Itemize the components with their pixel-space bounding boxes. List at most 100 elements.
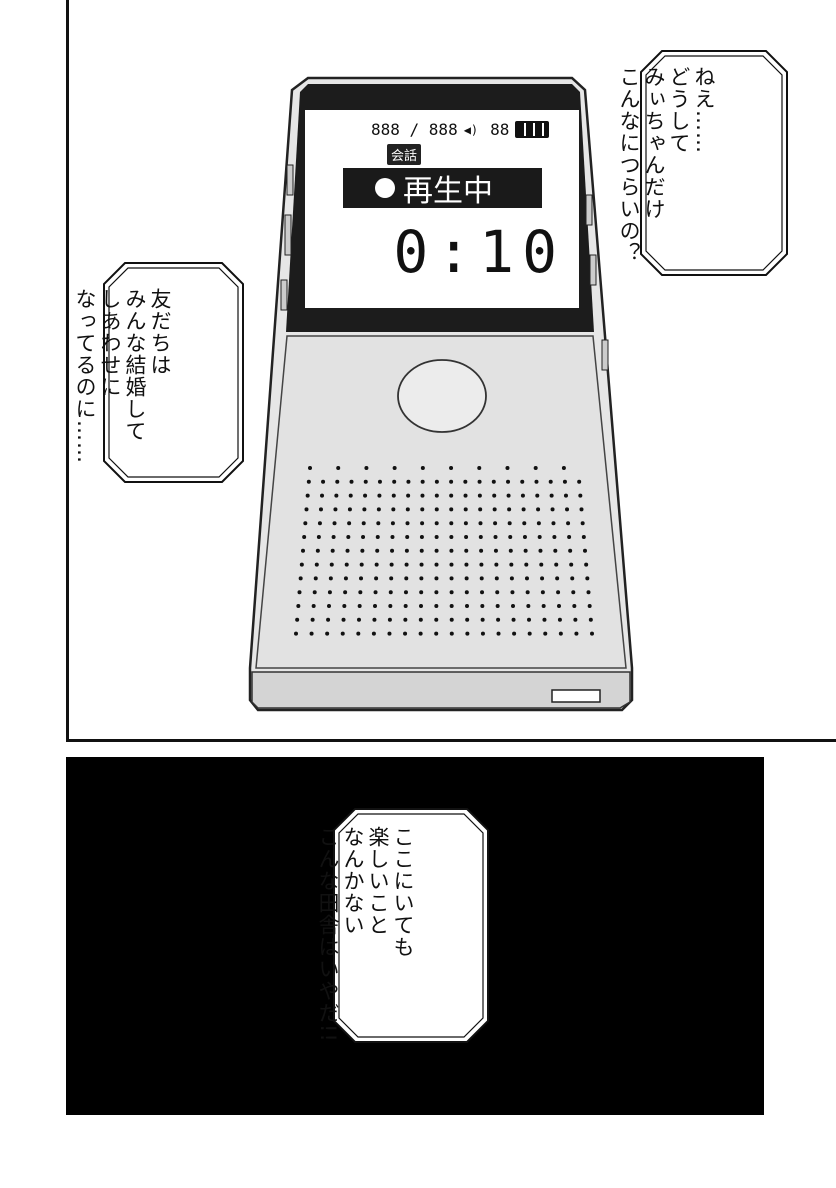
speaker-hole <box>313 576 318 581</box>
speaker-hole <box>316 535 321 539</box>
speaker-hole <box>356 617 361 622</box>
speaker-hole <box>548 479 553 484</box>
speaker-hole <box>308 466 312 470</box>
speaker-hole <box>554 562 559 567</box>
screen-content: 888 / 888 ◀) 88 会話 再生中 0:10 <box>305 110 579 308</box>
speaker-hole <box>449 479 454 484</box>
speaker-hole <box>511 604 515 608</box>
speaker-hole <box>492 507 497 512</box>
speaker-hole <box>357 604 362 608</box>
speaker-hole <box>558 631 563 636</box>
speaker-hole <box>563 493 568 498</box>
speaker-hole <box>419 604 423 608</box>
speaker-hole <box>373 590 378 595</box>
speaker-hole <box>463 479 468 484</box>
speaker-hole <box>392 466 397 470</box>
speaker-hole <box>493 548 498 553</box>
speaker-hole <box>332 521 337 526</box>
speaker-hole <box>371 631 376 636</box>
speaker-hole <box>567 535 572 539</box>
speaker-hole <box>449 521 454 526</box>
speaker-hole <box>540 590 545 595</box>
side-button <box>589 254 597 286</box>
speaker-hole <box>494 562 499 567</box>
speaker-hole <box>584 562 589 567</box>
speaker-hole <box>419 576 424 581</box>
speaker-hole <box>390 548 395 553</box>
speaker-hole <box>520 493 525 498</box>
speaker-hole <box>347 521 352 526</box>
panel-1-bottom-border <box>66 739 836 742</box>
usb-port <box>551 689 601 703</box>
battery-icon <box>515 121 550 138</box>
speaker-hole <box>464 535 469 539</box>
speaker-hole <box>420 507 425 512</box>
speaker-hole <box>359 562 364 567</box>
speaker-hole <box>508 548 513 553</box>
speaker-hole <box>536 507 541 512</box>
mode-badge: 会話 <box>387 144 422 165</box>
speaker-hole <box>579 507 584 512</box>
speaker-hole <box>389 562 394 567</box>
speaker-hole <box>376 507 381 512</box>
speaker-hole <box>356 631 361 636</box>
speaker-hole <box>361 521 366 526</box>
speaker-hole <box>478 521 483 526</box>
speaker-hole <box>335 479 340 484</box>
speaker-hole <box>391 507 396 512</box>
speaker-hole <box>496 631 501 636</box>
speaker-hole <box>327 590 332 595</box>
speaker-hole <box>406 479 411 484</box>
screen <box>305 110 579 308</box>
speaker-hole <box>403 590 408 595</box>
speaker-hole <box>572 604 577 608</box>
speaker-hole <box>363 493 368 498</box>
speaker-hole <box>434 590 439 595</box>
speaker-hole <box>310 617 315 622</box>
speaker-hole <box>329 562 334 567</box>
center-button <box>397 359 487 433</box>
speaker-hole <box>538 548 543 553</box>
speaker-hole <box>434 507 439 512</box>
speaker-hole <box>434 576 439 581</box>
speaker-hole <box>373 604 377 608</box>
speaker-hole <box>449 507 454 512</box>
speaker-hole <box>493 521 498 526</box>
bubble-line: 楽しいこと <box>366 826 390 936</box>
speaker-hole <box>494 576 499 581</box>
speaker-hole <box>449 493 454 498</box>
speaker-grille <box>294 466 594 636</box>
speaker-hole <box>346 535 351 539</box>
speaker-hole <box>317 521 322 526</box>
speaker-hole <box>449 562 454 567</box>
speaker-hole <box>449 466 454 470</box>
bubble-line: ここにいても <box>391 826 415 958</box>
bubble-line: しあわせに <box>98 288 122 398</box>
speaker-hole <box>297 590 302 595</box>
speaker-hole <box>479 562 484 567</box>
speaker-hole <box>542 617 547 622</box>
speaker-hole <box>527 617 532 622</box>
speaker-hole <box>360 548 365 553</box>
speaker-hole <box>312 590 317 595</box>
speaker-hole <box>537 535 542 539</box>
speaker-hole <box>434 535 439 539</box>
speaker-hole <box>577 479 582 484</box>
speaker-hole <box>491 479 496 484</box>
speaker-hole <box>571 590 576 595</box>
bubble-line: みんな結婚して <box>123 288 147 442</box>
speaker-hole <box>573 617 578 622</box>
speaker-hole <box>375 548 380 553</box>
speaker-hole <box>406 493 411 498</box>
voice-recorder-device <box>248 76 634 712</box>
speaker-hole <box>325 631 330 636</box>
speaker-hole <box>320 493 325 498</box>
speaker-hole <box>521 507 526 512</box>
speaker-hole <box>419 590 424 595</box>
speaker-hole <box>403 631 408 636</box>
side-button <box>585 194 593 226</box>
speaker-hole <box>524 562 529 567</box>
speaker-hole <box>343 590 348 595</box>
side-button <box>286 164 294 196</box>
speaker-hole <box>550 507 555 512</box>
